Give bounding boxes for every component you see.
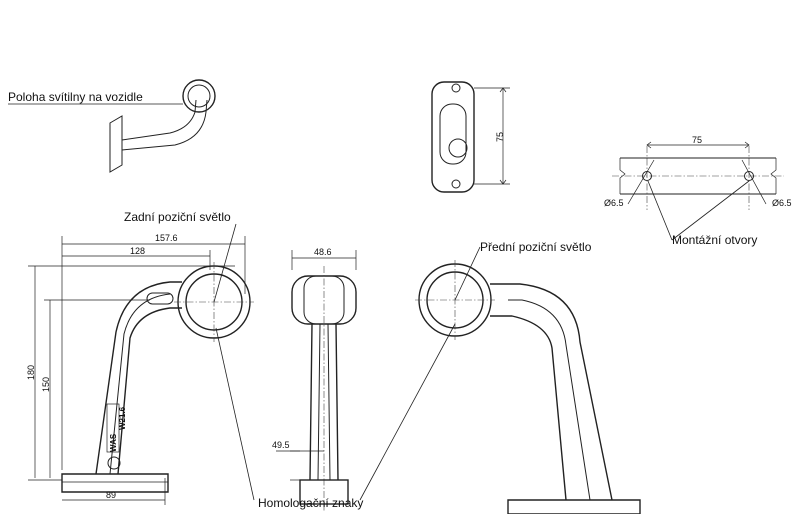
front-side-view [359, 246, 641, 514]
mounting-holes-view [612, 141, 784, 241]
dim-arm-height: 150 [41, 376, 51, 392]
dim-side-width: 48.6 [314, 247, 332, 257]
front-light-label: Přední poziční světlo [480, 240, 592, 254]
dim-base-width: 89 [106, 490, 117, 500]
vehicle-position-view [8, 79, 216, 173]
dim-total-height: 180 [26, 364, 36, 380]
dim-arm-width: 128 [130, 246, 146, 256]
dim-hole-left: Ø6.5 [604, 198, 624, 208]
rear-side-view [28, 223, 255, 505]
dim-bracket-height: 75 [495, 131, 505, 142]
front-view [276, 250, 357, 512]
dim-hole-spacing: 75 [692, 135, 703, 145]
bracket-top-view [431, 81, 510, 193]
mounting-holes-label: Montážní otvory [672, 233, 758, 247]
dim-side-base: 49.5 [272, 440, 290, 450]
marking-code: W21.6 [118, 406, 127, 430]
homologation-label: Homologační znaky [258, 496, 364, 510]
marking-brand: WAS [109, 433, 118, 452]
dim-hole-right: Ø6.5 [772, 198, 792, 208]
dim-total-width: 157.6 [155, 233, 178, 243]
vehicle-position-label: Poloha svítilny na vozidle [8, 90, 143, 104]
rear-light-label: Zadní poziční světlo [124, 210, 231, 224]
